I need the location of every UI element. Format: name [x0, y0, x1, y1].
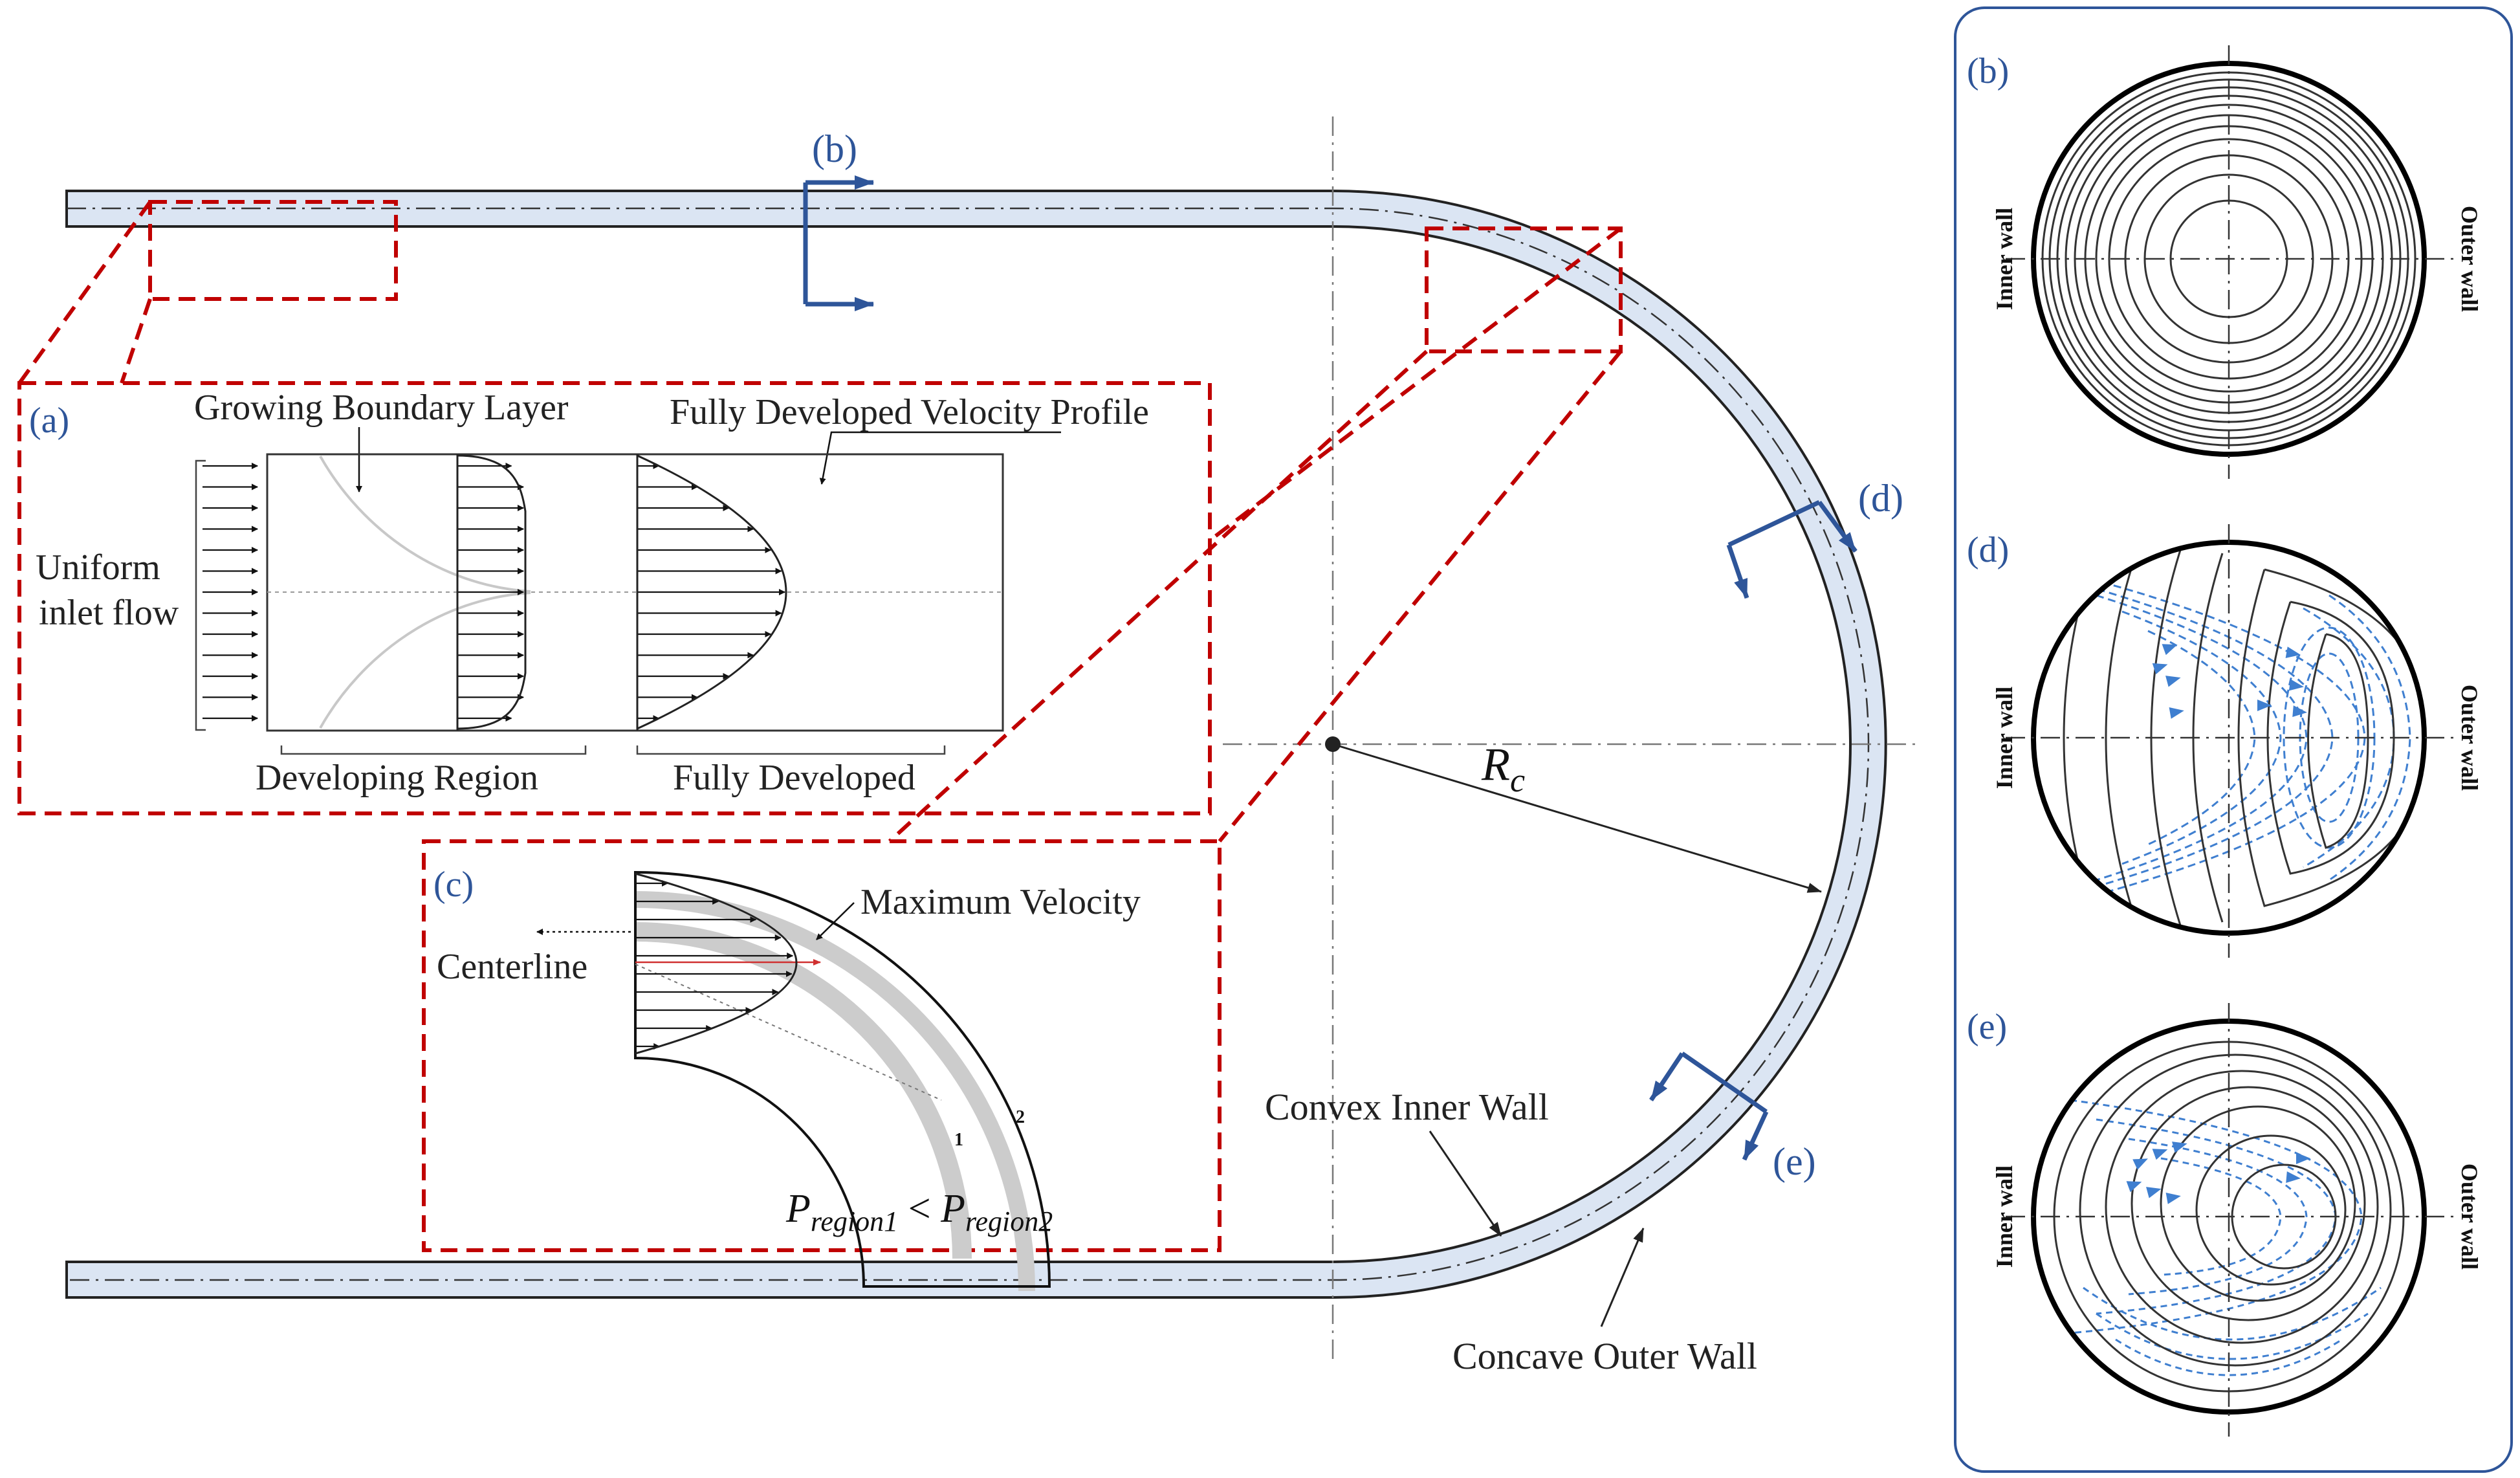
secondary-flow-arrowhead [2292, 705, 2307, 718]
inlet-flow-label: inlet flow [39, 593, 179, 633]
fully-developed-bracket [636, 745, 946, 755]
developing-region-label: Developing Region [256, 758, 538, 798]
zoom-boxes [17, 200, 1623, 1252]
growing-boundary-layer-label: Growing Boundary Layer [194, 388, 569, 428]
secondary-flow-arrowhead [2169, 707, 2184, 719]
centerline-label: Centerline [437, 947, 587, 987]
boundary-layer-top [319, 456, 531, 593]
radius-arrow [1332, 743, 1822, 893]
panel-label-e: (e) [1967, 1007, 2007, 1047]
bend-section-outline [634, 870, 1051, 1288]
developing-profile-arrows [457, 463, 524, 722]
section-label-d: (d) [1858, 477, 1903, 520]
pressure-inequality: Pregion1 < Pregion2 [785, 1187, 1053, 1237]
uniform-label: Uniform [36, 547, 160, 588]
section-marker-e [1649, 1052, 1769, 1161]
secondary-flow-arrowhead [2172, 1142, 2187, 1153]
concave-outer-wall-pointer [1600, 1228, 1645, 1327]
cross-section-d: (d) [1967, 524, 2482, 958]
convex-inner-wall-label: Convex Inner Wall [1265, 1086, 1549, 1128]
panel-c-frame [422, 839, 1222, 1252]
panel-label-c: (c) [433, 865, 474, 905]
zoom-source-c [1425, 226, 1623, 353]
developing-region-bracket [280, 745, 587, 755]
secondary-flow-arrowhead [2162, 644, 2178, 656]
bend-gray-band-inner [635, 922, 972, 1259]
bend-gray-band-outer [635, 891, 1035, 1292]
secondary-flow-arrowhead [2126, 1181, 2142, 1193]
secondary-flow-arrowhead [2152, 663, 2168, 674]
fully-developed-label: Fully Developed [673, 758, 915, 798]
inlet-bracket [195, 459, 206, 731]
cross-section-b: (b) Inner wall Outer wall [1967, 45, 2482, 479]
inner-wall-label-b: Inner wall [1991, 208, 2017, 310]
secondary-flow-arrowhead [2152, 1149, 2168, 1160]
fully-developed-profile-arrows [637, 463, 785, 722]
radius-label: Rc [1481, 738, 1525, 799]
secondary-flow-arrowhead [2165, 676, 2181, 687]
secondary-flow-arrowhead [2296, 1153, 2310, 1164]
panel-c: (c) Maximum Velocity Centerline 1 2 Preg… [433, 865, 1141, 1292]
outer-wall-label-d: Outer wall [2457, 685, 2482, 791]
section-marker-d [1726, 500, 1857, 599]
panel-label-a: (a) [29, 401, 69, 441]
pipe-body [65, 190, 1887, 1299]
section-label-b: (b) [812, 127, 857, 170]
secondary-flow-arrows-e [2126, 1142, 2310, 1204]
region-1-marker: 1 [954, 1130, 963, 1150]
max-velocity-pointer [816, 902, 855, 940]
cross-section-e: (e) Inner [1967, 1003, 2482, 1437]
inlet-arrows [203, 463, 258, 722]
panel-label-b: (b) [1967, 51, 2009, 91]
region-2-marker: 2 [1016, 1107, 1025, 1127]
outer-wall-label-b: Outer wall [2457, 206, 2482, 312]
inner-wall-label-d: Inner wall [1991, 687, 2017, 789]
fully-developed-profile-curve [637, 454, 787, 730]
secondary-flow-arrowhead [2146, 1187, 2162, 1198]
secondary-flow-arrowhead [2257, 700, 2272, 711]
secondary-flow-arrows-d [2152, 644, 2307, 719]
maximum-velocity-label: Maximum Velocity [860, 882, 1141, 922]
boundary-layer-bottom [319, 591, 531, 729]
fully-developed-velocity-profile-label: Fully Developed Velocity Profile [670, 392, 1149, 432]
secondary-flow-arrowhead [2288, 679, 2304, 691]
panel-label-d: (d) [1967, 530, 2009, 570]
curved-pipe: Rc [65, 116, 1922, 1359]
secondary-flow-arrowhead [2165, 1193, 2181, 1204]
secondary-flow-arrowhead [2132, 1158, 2148, 1170]
concave-outer-wall-label: Concave Outer Wall [1452, 1335, 1757, 1377]
panel-a-frame [17, 381, 1212, 815]
zoom-source-a [148, 200, 398, 301]
bend-centerline [635, 964, 942, 1101]
section-label-e: (e) [1773, 1140, 1816, 1183]
inner-wall-label-e: Inner wall [1991, 1165, 2017, 1268]
bend-profile-curve [635, 872, 798, 1055]
panel-a: (a) Growing Boundary Layer Fully Develop… [29, 388, 1149, 798]
bend-velocity-arrows [635, 880, 794, 1050]
section-marker-b [803, 175, 874, 311]
fdvp-pointer [819, 431, 1061, 485]
secondary-flow-arrowhead [2286, 1171, 2301, 1184]
outer-wall-label-e: Outer wall [2457, 1164, 2482, 1270]
developing-profile-curve [457, 454, 527, 730]
secondary-flow-arrowhead [2285, 646, 2301, 658]
convex-inner-wall-pointer [1429, 1131, 1502, 1237]
